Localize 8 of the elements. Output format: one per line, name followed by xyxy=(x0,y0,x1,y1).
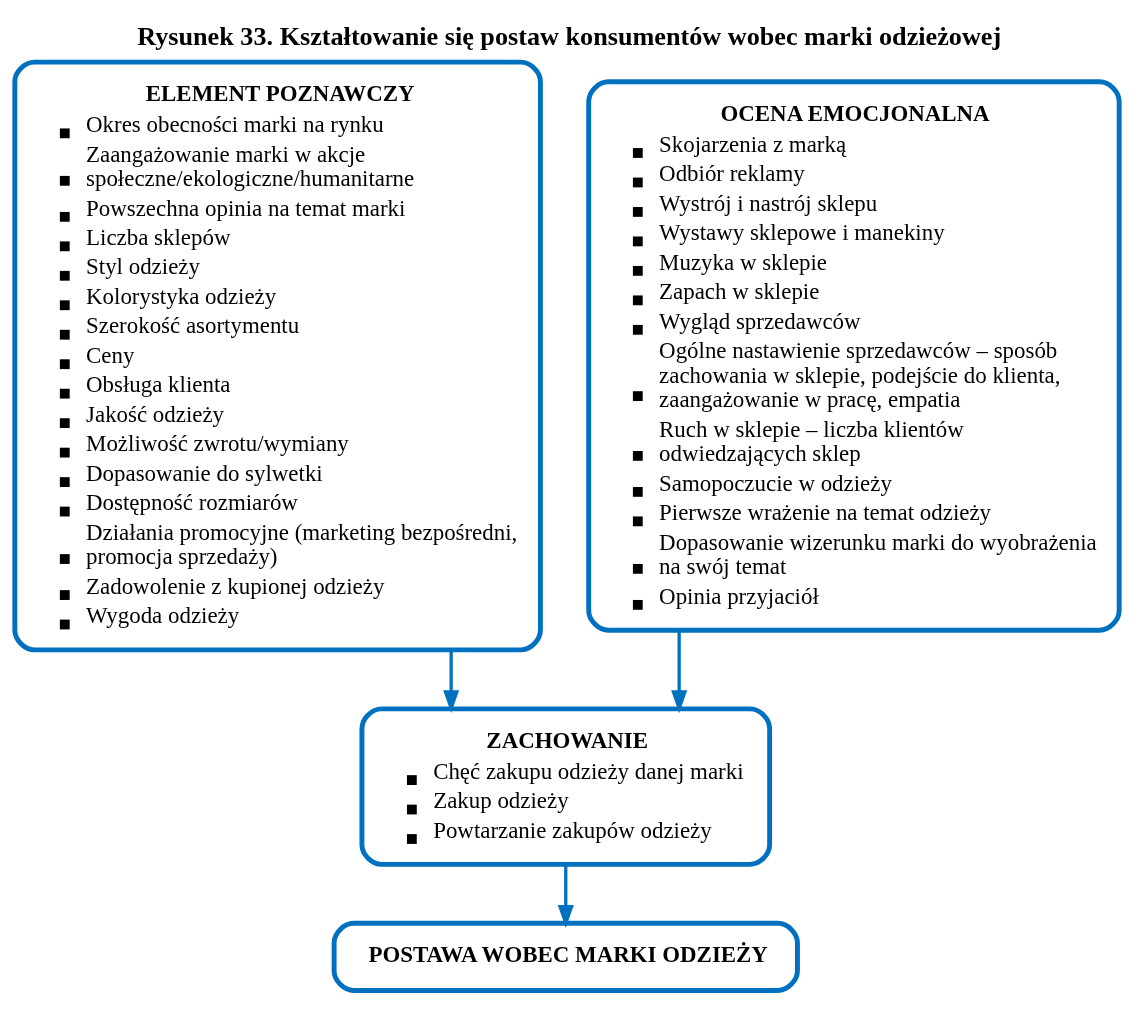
arrow xyxy=(557,864,574,928)
node-box: ELEMENT POZNAWCZY Okres obecności marki na rynku Zaangażowanie marki w akcje społeczne/ekologiczne/humanitarne Powszechna opinia na temat marki Liczba sklepów Styl odzieży Kolorystyka odzieży Szerokość asortymentu Ceny Obsługa klienta Jakość odzieży Możliwość zwrotu/wymiany Dopasowanie do sylwetki Dostępność rozmiarów Działania promocyjne (marketing bezpośredni, promocja sprzedaży) Zadowolenie z kupionej odzieży Wygoda odzieży xyxy=(12,59,543,653)
arrow xyxy=(443,650,460,714)
node-box: POSTAWA WOBEC MARKI ODZIEŻY xyxy=(331,920,800,993)
node-box: ZACHOWANIE Chęć zakupu odzieży danej marki Zakup odzieży Powtarzanie zakupów odzieży xyxy=(359,706,773,867)
diagram-title: Rysunek 33. Kształtowanie się postaw konsumentów wobec marki odzieżowej xyxy=(137,22,1002,52)
node-box: OCENA EMOCJONALNA Skojarzenia z marką Odbiór reklamy Wystrój i nastrój sklepu Wystawy sklepowe i manekiny Muzyka w sklepie Zapach w sklepie Wygląd sprzedawców Ogólne nastawienie sprzedawców – sposób zachowania w sklepie, podejście do klienta, zaangażowanie w pracę, empatia Ruch w sklepie – liczba klientów odwiedzających sklep Samopoczucie w odzieży Pierwsze wrażenie na temat odzieży Dopasowanie wizerunku marki do wyobrażenia na swój temat Opinia przyjaciół xyxy=(586,79,1122,633)
arrow xyxy=(671,630,688,714)
